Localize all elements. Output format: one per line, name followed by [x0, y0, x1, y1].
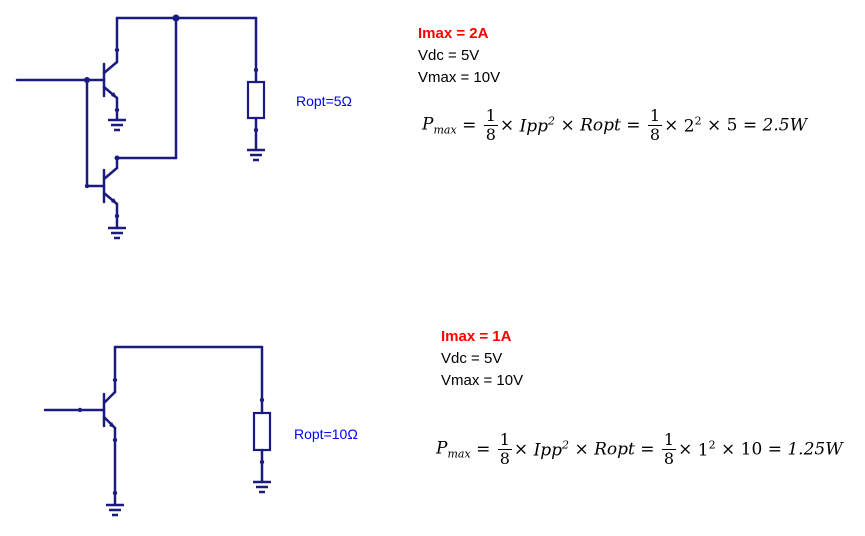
transistor-upper — [102, 60, 119, 100]
eq-ropt: Ropt — [594, 439, 635, 460]
ground-icon — [106, 226, 128, 240]
vdc-value: Vdc = 5V — [441, 350, 503, 367]
ground-icon — [106, 118, 128, 132]
eq-lhs: Pmax — [422, 114, 457, 137]
ropt-label-1: Ropt=5Ω — [296, 93, 352, 109]
vdc-value: Vdc = 5V — [418, 47, 480, 64]
circuit2-wiring — [43, 345, 264, 507]
eq-ipp: Ipp2 — [533, 438, 570, 461]
emitter-arrow-icon — [111, 92, 117, 98]
eq-eval-base: 22 — [683, 114, 702, 137]
eq-lhs: Pmax — [436, 438, 471, 461]
eq-result: 2.5W — [762, 115, 808, 136]
ground-icon — [251, 480, 273, 494]
eq-sign: = — [476, 439, 491, 460]
emitter-arrow-icon — [111, 198, 117, 204]
circuit1-wiring — [15, 16, 258, 230]
emitter-arrow-icon — [109, 422, 115, 428]
eq-eval-mult: 5 — [726, 115, 738, 136]
ground-icon — [104, 503, 126, 517]
vmax-value: Vmax = 10V — [418, 69, 501, 86]
eq-eval-base: 12 — [697, 438, 716, 461]
imax-value: Imax = 1A — [441, 328, 512, 345]
resistor-load-2 — [252, 411, 272, 452]
eq-sign: = — [462, 115, 477, 136]
params-block-2: Imax = 1A Vdc = 5V Vmax = 10V — [441, 326, 523, 392]
ground-icon — [245, 148, 267, 162]
resistor-load-1 — [246, 80, 266, 120]
transistor-lower — [102, 166, 119, 206]
eq-result: 1.25W — [787, 439, 843, 460]
junction-dots — [77, 14, 265, 496]
eq-eval-mult: 10 — [740, 439, 763, 460]
eq-ropt: Ropt — [580, 115, 621, 136]
params-block-1: Imax = 2A Vdc = 5V Vmax = 10V — [418, 23, 500, 89]
transistor-single — [102, 390, 117, 430]
eq-ipp: Ipp2 — [519, 114, 556, 137]
ropt-label-2: Ropt=10Ω — [294, 426, 358, 442]
vmax-value: Vmax = 10V — [441, 372, 524, 389]
imax-value: Imax = 2A — [418, 25, 489, 42]
